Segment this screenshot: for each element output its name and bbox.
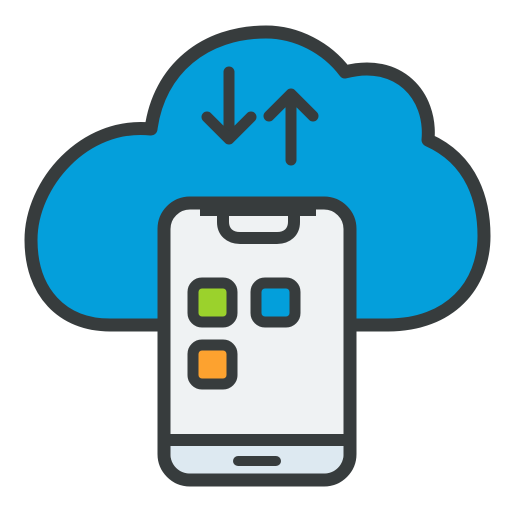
- app-tile-green: [187, 277, 238, 328]
- app-tile-orange: [187, 339, 238, 390]
- cloud-icon: [24, 25, 491, 332]
- smartphone-icon: [157, 196, 357, 487]
- phone-notch: [217, 209, 300, 244]
- app-tile-blue: [250, 277, 301, 328]
- download-arrow-icon: [201, 66, 257, 145]
- app-tile-icons: [187, 277, 301, 390]
- upload-arrow-icon: [263, 88, 319, 166]
